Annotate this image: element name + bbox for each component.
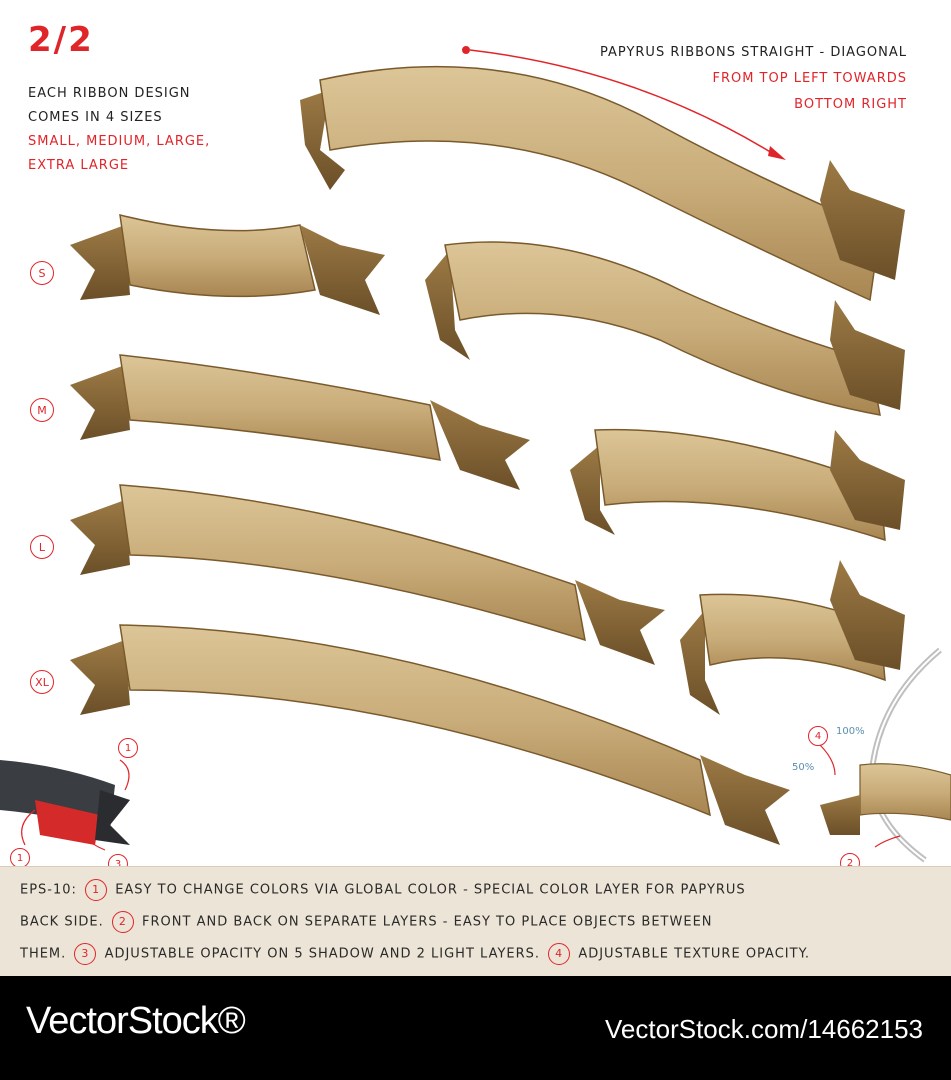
opacity-label-full: 100%: [836, 726, 865, 737]
ribbon-medium: [70, 354, 530, 490]
title-line-3: bottom right: [794, 97, 907, 112]
intro-line-4: extra large: [28, 158, 130, 173]
ribbon-extra-large: [70, 624, 790, 845]
size-marker-xl: XL: [30, 670, 54, 694]
ribbon-illustrations: [0, 46, 951, 863]
color-demo-ribbon: [0, 759, 130, 851]
info-item-2: front and back on separate layers - easy…: [142, 914, 713, 930]
info-line-1: EPS-10: 1 easy to change colors via glob…: [20, 879, 746, 901]
info-item-2-cont: them.: [20, 946, 67, 962]
intro-line-2: comes in 4 sizes: [28, 110, 163, 125]
brand-logo[interactable]: VectorStock®: [26, 1000, 246, 1042]
callout-1-bottom: 1: [10, 848, 30, 868]
intro-text: each ribbon design comes in 4 sizes smal…: [28, 82, 210, 178]
ribbon-medium-diagonal: [425, 241, 905, 416]
info-item-4: adjustable texture opacity.: [578, 946, 811, 962]
info-number-3: 3: [74, 943, 97, 965]
callout-1-top: 1: [118, 738, 138, 758]
info-number-4: 4: [548, 943, 571, 965]
size-marker-s: S: [30, 261, 54, 285]
ribbon-right-short: [570, 428, 905, 542]
ribbon-large: [70, 484, 665, 665]
intro-line-3: small, medium, large,: [28, 134, 211, 149]
ribbon-right-smallest: [680, 560, 905, 715]
title-block: papyrus ribbons straight - diagonal from…: [600, 40, 907, 118]
intro-line-1: each ribbon design: [28, 86, 191, 101]
callout-4: 4: [808, 726, 828, 746]
size-marker-l: L: [30, 535, 54, 559]
info-item-1: easy to change colors via global color -…: [115, 882, 746, 898]
texture-demo: [819, 647, 951, 863]
info-item-1-cont: back side.: [20, 914, 104, 930]
info-item-3: adjustable opacity on 5 shadow and 2 lig…: [104, 946, 541, 962]
direction-arrow: [462, 46, 786, 160]
page-label: 2/2: [28, 20, 94, 60]
info-number-2: 2: [111, 911, 134, 933]
image-reference[interactable]: VectorStock.com/14662153: [605, 1014, 923, 1044]
footer-bar: VectorStock® VectorStock.com/14662153: [0, 976, 951, 1080]
ribbon-top-diagonal: [300, 65, 905, 302]
info-line-3: them. 3 adjustable opacity on 5 shadow a…: [20, 943, 810, 965]
info-number-1: 1: [85, 879, 108, 901]
size-marker-m: M: [30, 398, 54, 422]
artwork-canvas: 2/2 each ribbon design comes in 4 sizes …: [0, 20, 951, 874]
opacity-label-half: 50%: [792, 762, 815, 773]
info-prefix: EPS-10:: [20, 882, 77, 898]
title-line-1: papyrus ribbons straight - diagonal: [600, 45, 907, 60]
info-panel: EPS-10: 1 easy to change colors via glob…: [0, 866, 951, 977]
info-line-2: back side. 2 front and back on separate …: [20, 911, 713, 933]
ribbon-small: [70, 214, 385, 315]
title-line-2: from top left towards: [712, 71, 907, 86]
